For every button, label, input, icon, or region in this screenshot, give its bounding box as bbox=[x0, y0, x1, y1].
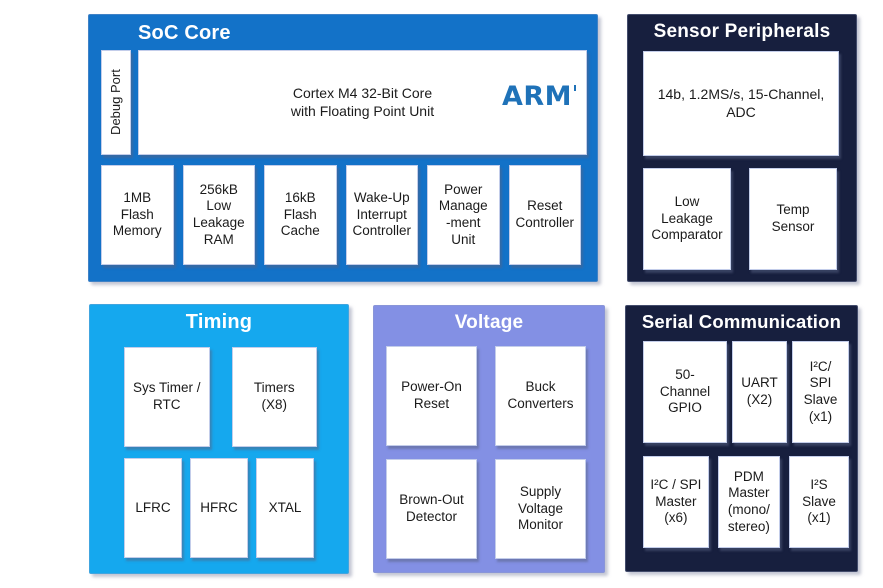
panel-title-serial-communication: Serial Communication bbox=[641, 311, 842, 332]
timing-top-row: Sys Timer / RTC Timers (X8) bbox=[124, 347, 317, 447]
panel-title-timing: Timing bbox=[185, 311, 253, 333]
panel-soc-core: SoC Core Debug Port ARM Cortex M4 32-Bit… bbox=[88, 14, 598, 282]
debug-port-box: Debug Port bbox=[101, 50, 131, 155]
panel-timing: Timing Sys Timer / RTC Timers (X8) LFRC … bbox=[89, 304, 349, 574]
module-power-management-unit: Power Manage -ment Unit bbox=[427, 165, 500, 265]
voltage-module-grid: Power-On Reset Buck Converters Brown-Out… bbox=[386, 346, 586, 559]
panel-voltage: Voltage Power-On Reset Buck Converters B… bbox=[373, 305, 605, 573]
module-i2c-spi-master: I²C / SPI Master (x6) bbox=[643, 456, 709, 548]
module-buck-converters: Buck Converters bbox=[495, 346, 586, 446]
module-sys-timer-rtc: Sys Timer / RTC bbox=[124, 347, 210, 447]
serial-top-row: 50- Channel GPIO UART (X2) I²C/ SPI Slav… bbox=[643, 341, 849, 443]
module-flash-memory: 1MB Flash Memory bbox=[101, 165, 174, 265]
module-flash-cache: 16kB Flash Cache bbox=[264, 165, 337, 265]
module-uart: UART (X2) bbox=[732, 341, 787, 443]
module-lfrc: LFRC bbox=[124, 458, 182, 558]
panel-title-soc-core: SoC Core bbox=[138, 22, 231, 44]
cortex-core-label: Cortex M4 32-Bit Core with Floating Poin… bbox=[290, 85, 435, 119]
panel-serial-communication: Serial Communication 50- Channel GPIO UA… bbox=[625, 305, 858, 572]
module-adc: 14b, 1.2MS/s, 15-Channel, ADC bbox=[643, 51, 839, 156]
module-wakeup-interrupt-controller: Wake-Up Interrupt Controller bbox=[345, 165, 418, 265]
module-gpio: 50- Channel GPIO bbox=[643, 341, 728, 443]
module-supply-voltage-monitor: Supply Voltage Monitor bbox=[495, 459, 586, 559]
module-power-on-reset: Power-On Reset bbox=[386, 346, 477, 446]
module-pdm-master: PDM Master (mono/ stereo) bbox=[717, 456, 781, 548]
serial-bottom-row: I²C / SPI Master (x6) PDM Master (mono/ … bbox=[643, 456, 850, 548]
module-hfrc: HFRC bbox=[190, 458, 248, 558]
cortex-core-box: ARM Cortex M4 32-Bit Core with Floating … bbox=[138, 50, 587, 155]
soc-core-top-row: Debug Port ARM Cortex M4 32-Bit Core wit… bbox=[101, 50, 587, 155]
panel-sensor-peripherals: Sensor Peripherals 14b, 1.2MS/s, 15-Chan… bbox=[627, 14, 857, 282]
module-low-leakage-comparator: Low Leakage Comparator bbox=[643, 168, 731, 270]
module-i2s-slave: I²S Slave (x1) bbox=[789, 456, 850, 548]
soc-core-module-row: 1MB Flash Memory 256kB Low Leakage RAM 1… bbox=[101, 165, 581, 265]
module-brown-out-detector: Brown-Out Detector bbox=[386, 459, 477, 559]
module-temp-sensor: Temp Sensor bbox=[749, 168, 837, 270]
module-reset-controller: Reset Controller bbox=[508, 165, 581, 265]
module-xtal: XTAL bbox=[256, 458, 314, 558]
debug-port-label: Debug Port bbox=[107, 69, 123, 136]
arm-logo-text: ARM bbox=[501, 80, 572, 112]
sensor-module-row: Low Leakage Comparator Temp Sensor bbox=[643, 168, 837, 270]
arm-trademark-icon bbox=[574, 84, 576, 91]
panel-title-sensor-peripherals: Sensor Peripherals bbox=[653, 21, 831, 42]
timing-bottom-row: LFRC HFRC XTAL bbox=[124, 458, 314, 558]
panel-title-voltage: Voltage bbox=[454, 312, 524, 333]
module-low-leakage-ram: 256kB Low Leakage RAM bbox=[182, 165, 255, 265]
module-timers-x8: Timers (X8) bbox=[231, 347, 317, 447]
arm-logo: ARM bbox=[502, 52, 576, 111]
module-i2c-spi-slave: I²C/ SPI Slave (x1) bbox=[791, 341, 849, 443]
